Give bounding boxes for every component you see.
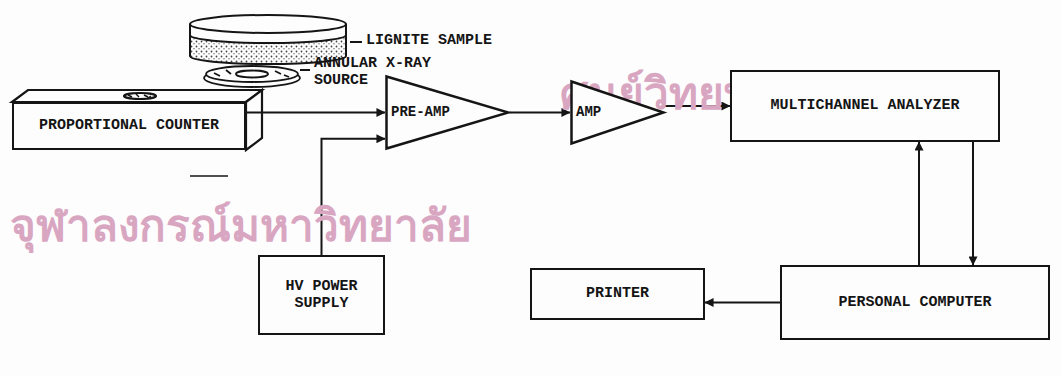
- signal-arrow: [918, 142, 920, 265]
- watermark: จุฬาลงกรณ์มหาวิทยาลัย: [10, 190, 472, 260]
- counter-body: [12, 90, 262, 150]
- part-label: ANNULAR X-RAY SOURCE: [314, 55, 432, 90]
- detector-box: PROPORTIONAL COUNTER: [12, 102, 246, 150]
- power-supply-box: HV POWER SUPPLY: [258, 255, 385, 335]
- node-text: PROPORTIONAL COUNTER: [39, 117, 219, 134]
- leader-line: [300, 69, 310, 71]
- annular-source: [204, 66, 300, 87]
- signal-arrow: [246, 112, 385, 114]
- node-text: PRINTER: [586, 285, 649, 302]
- node-text: MULTICHANNEL ANALYZER: [770, 97, 959, 114]
- part-label: LIGNITE SAMPLE: [366, 32, 566, 49]
- printer-box: PRINTER: [530, 268, 705, 320]
- signal-arrow: [972, 142, 974, 265]
- node-text: AMP: [576, 104, 601, 120]
- node-text: PRE-AMP: [391, 104, 450, 120]
- analyzer-box: MULTICHANNEL ANALYZER: [730, 70, 1000, 142]
- amp-triangle: AMP: [570, 80, 665, 145]
- node-text: HV POWER SUPPLY: [272, 278, 372, 313]
- leader-line: [350, 41, 362, 43]
- signal-arrow: [705, 302, 780, 304]
- mark: [190, 175, 228, 177]
- preamp-triangle: PRE-AMP: [385, 75, 510, 150]
- computer-box: PERSONAL COMPUTER: [780, 265, 1050, 340]
- node-text: PERSONAL COMPUTER: [838, 294, 991, 311]
